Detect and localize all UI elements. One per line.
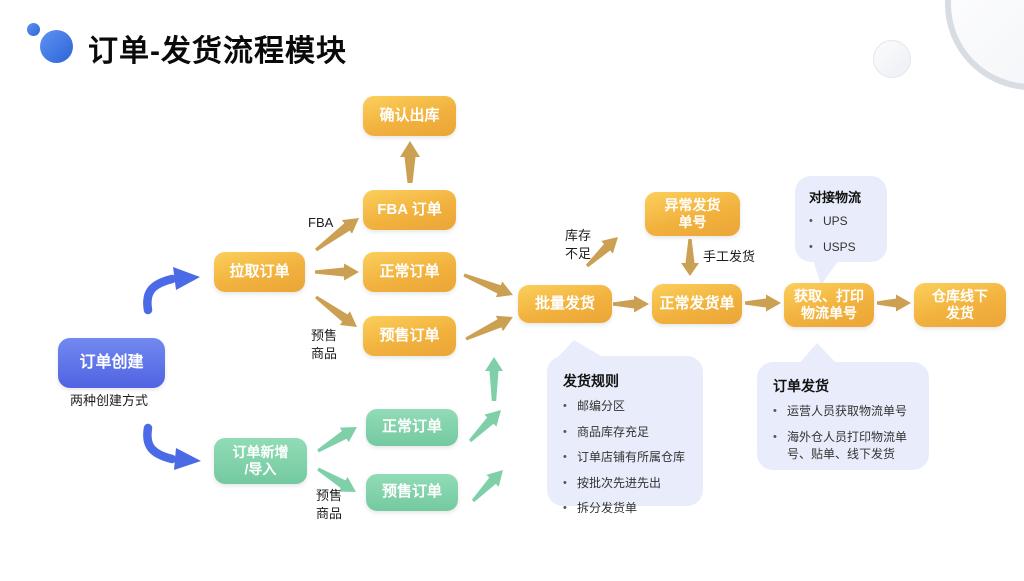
flow-node-abnormal-ship-number: 异常发货 单号	[645, 192, 740, 236]
bullet-icon: •	[563, 451, 567, 464]
list-item-text: 商品库存充足	[577, 424, 650, 439]
flow-arrow-tan	[315, 295, 357, 327]
flow-node-fba-order: FBA 订单	[363, 190, 456, 230]
flow-arrow-blue-curve	[143, 274, 177, 315]
bullet-icon: •	[563, 425, 567, 438]
flow-arrow-green	[471, 470, 503, 503]
list-item: • 运营人员获取物流单号	[773, 403, 917, 421]
flow-node-batch-ship: 批量发货	[518, 285, 612, 323]
panel-logistics-title: 对接物流	[809, 190, 862, 205]
flow-arrow-tan	[315, 263, 359, 281]
list-item: • 商品库存充足	[563, 424, 691, 442]
label-manual-ship: 手工发货	[703, 249, 756, 264]
bullet-icon: •	[773, 430, 777, 443]
panel-logistics: 对接物流 • UPS • USPS	[795, 176, 887, 262]
flow-arrow-tan	[463, 273, 513, 298]
flow-node-order-create: 订单创建	[58, 338, 165, 388]
flow-arrow-green	[485, 357, 503, 401]
flow-arrow-blue-curve	[143, 423, 177, 464]
list-item: • 按批次先进先出	[563, 475, 691, 493]
flow-arrow-tan	[465, 315, 513, 341]
title-dot-large-icon	[40, 30, 73, 63]
flow-arrow-tan	[877, 294, 911, 312]
list-item: • 订单店铺有所属仓库	[563, 449, 691, 467]
panel-ship-rules-list: • 邮编分区 • 商品库存充足 • 订单店铺有所属仓库 • 按批次先进先出 • 拆分发货单	[563, 398, 691, 518]
panel-logistics-list: • UPS • USPS	[809, 213, 877, 256]
flow-arrowhead-blue	[174, 448, 201, 470]
label-two-create-ways: 两种创建方式	[70, 393, 149, 408]
page-title: 订单-发货流程模块	[88, 35, 347, 68]
flow-node-normal-order-pulled: 正常订单	[363, 252, 456, 292]
flow-node-normal-order-imported: 正常订单	[366, 409, 458, 446]
flow-node-warehouse-offline-ship: 仓库线下 发货	[914, 283, 1006, 327]
title-dot-small-icon	[27, 23, 40, 36]
flow-arrow-tan	[613, 295, 649, 313]
flow-node-normal-ship-order: 正常发货单	[652, 284, 742, 324]
bullet-icon: •	[563, 400, 567, 412]
label-presale-goods-bottom: 预售 商品	[316, 488, 343, 521]
decor-circle-large	[945, 0, 1024, 90]
flow-node-presale-order-imported: 预售订单	[366, 474, 458, 511]
list-item: • UPS	[809, 213, 877, 231]
bullet-icon: •	[563, 502, 567, 515]
bullet-icon: •	[809, 215, 813, 227]
flow-node-presale-order-pulled: 预售订单	[363, 316, 456, 356]
bullet-icon: •	[773, 405, 777, 417]
flow-node-pull-orders: 拉取订单	[214, 252, 305, 292]
list-item-text: 海外仓人员打印物流单号、贴单、线下发货	[787, 429, 908, 461]
flow-arrow-green	[317, 427, 357, 453]
flow-node-get-print-tracking: 获取、打印 物流单号	[784, 283, 874, 327]
flow-arrowhead-blue	[173, 267, 200, 290]
flow-arrow-tan	[745, 294, 781, 312]
flow-node-order-add-import: 订单新增 /导入	[214, 438, 307, 484]
list-item-text: 邮编分区	[577, 399, 626, 413]
list-item-text: 运营人员获取物流单号	[787, 404, 908, 418]
list-item: • 海外仓人员打印物流单号、贴单、线下发货	[773, 429, 917, 464]
flow-arrow-tan	[400, 141, 420, 183]
panel-order-ship-list: • 运营人员获取物流单号 • 海外仓人员打印物流单号、贴单、线下发货	[773, 403, 917, 463]
bullet-icon: •	[809, 240, 813, 253]
decor-circle-small	[873, 40, 911, 78]
label-fba: FBA	[308, 215, 334, 230]
flow-arrow-green	[468, 410, 501, 443]
list-item: • USPS	[809, 239, 877, 257]
panel-order-ship: 订单发货 • 运营人员获取物流单号 • 海外仓人员打印物流单号、贴单、线下发货	[757, 362, 929, 470]
label-stock-shortage: 库存 不足	[565, 228, 592, 261]
bullet-icon: •	[563, 476, 567, 489]
list-item-text: 订单店铺有所属仓库	[577, 450, 686, 465]
panel-ship-rules: 发货规则 • 邮编分区 • 商品库存充足 • 订单店铺有所属仓库 • 按批次先进先出 •…	[547, 356, 703, 515]
list-item: • 邮编分区	[563, 398, 691, 416]
list-item-text: USPS	[823, 239, 856, 254]
list-item-text: 按批次先进先出	[577, 475, 662, 490]
list-item-text: 拆分发货单	[577, 501, 638, 516]
flow-arrow-tan	[681, 239, 699, 276]
list-item: • 拆分发货单	[563, 500, 691, 518]
flow-node-confirm-outbound: 确认出库	[363, 96, 456, 136]
panel-ship-rules-title: 发货规则	[563, 373, 619, 389]
list-item-text: UPS	[823, 214, 848, 228]
panel-order-ship-title: 订单发货	[773, 378, 829, 394]
label-presale-goods-top: 预售 商品	[311, 328, 338, 361]
